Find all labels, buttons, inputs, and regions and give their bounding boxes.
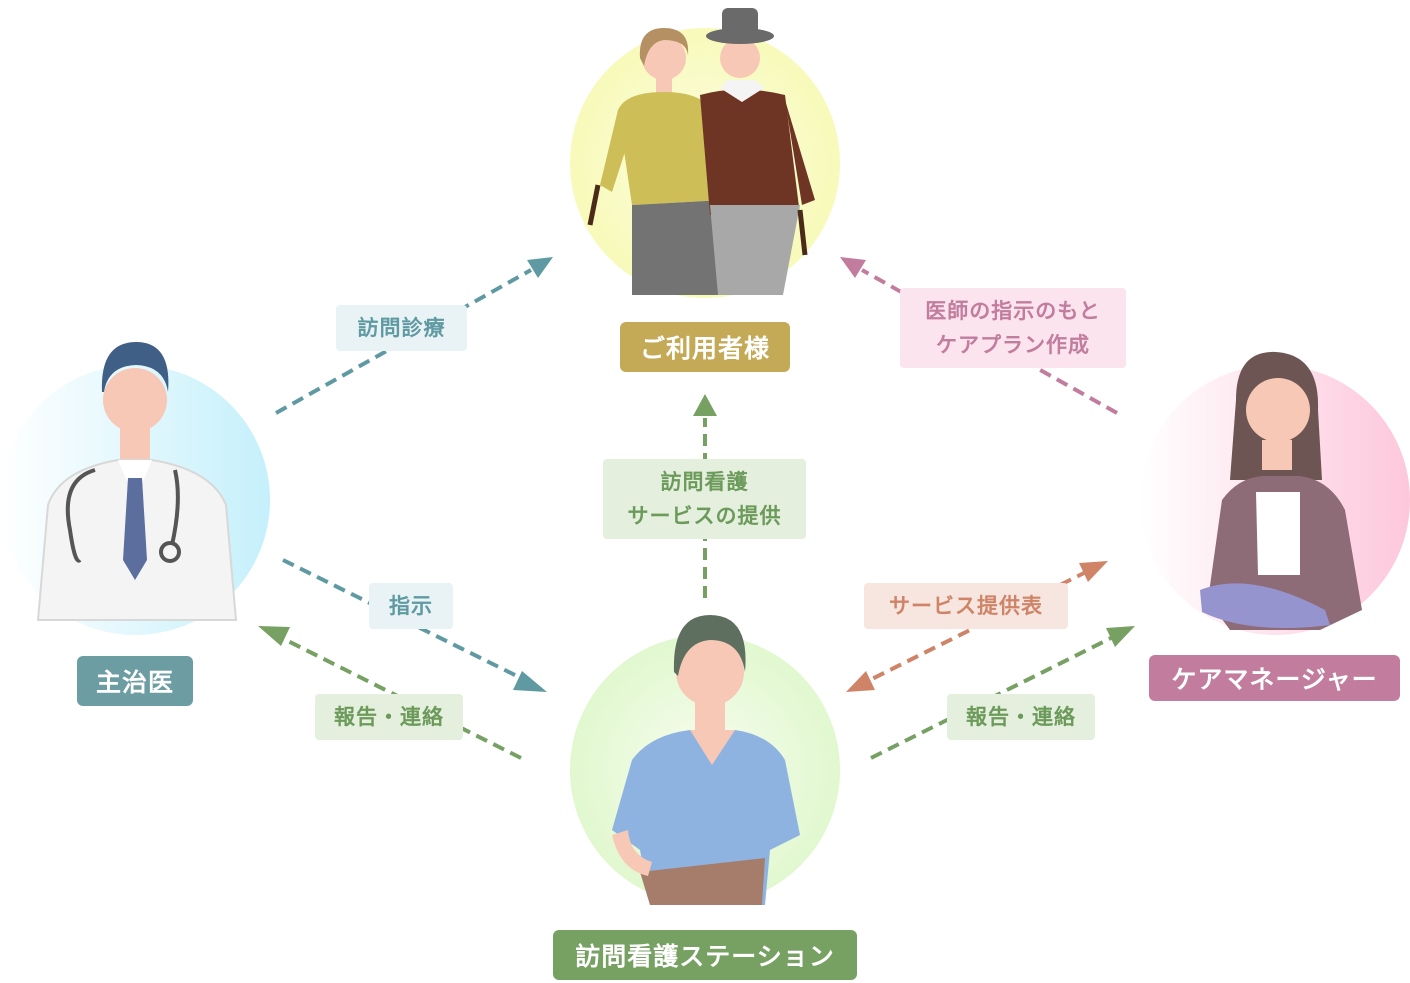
- service-sheet-label: サービス提供表: [864, 583, 1068, 629]
- nursing-service-line2: サービスの提供: [627, 504, 782, 528]
- visit-care-label: 訪問診療: [336, 305, 467, 351]
- care-plan-label: 医師の指示のもと ケアプラン作成: [900, 288, 1126, 368]
- manager-label: ケアマネージャー: [1149, 655, 1400, 701]
- user-label: ご利用者様: [620, 322, 790, 372]
- doctor-label: 主治医: [77, 656, 193, 706]
- doctor-illustration: [36, 342, 238, 621]
- edge-care-plan: [840, 257, 1118, 415]
- station-label: 訪問看護ステーション: [553, 930, 857, 980]
- report-manager-label: 報告・連絡: [947, 694, 1095, 740]
- instruction-text: 指示: [389, 594, 433, 618]
- care-plan-line2: ケアプラン作成: [936, 333, 1090, 357]
- nursing-service-label: 訪問看護 サービスの提供: [603, 459, 806, 539]
- visit-care-text: 訪問診療: [357, 316, 446, 340]
- instruction-label: 指示: [369, 583, 453, 629]
- elderly-couple-illustration: [587, 8, 815, 295]
- report-doctor-label: 報告・連絡: [315, 694, 463, 740]
- nurse-illustration: [612, 615, 800, 905]
- service-sheet-text: サービス提供表: [889, 594, 1043, 618]
- care-manager-illustration: [1200, 351, 1362, 630]
- report-manager-text: 報告・連絡: [966, 705, 1076, 729]
- edge-visit-care: [275, 257, 553, 415]
- nursing-service-line1: 訪問看護: [660, 470, 749, 494]
- care-plan-line1: 医師の指示のもと: [925, 299, 1101, 323]
- edge-nursing-service: [693, 394, 717, 598]
- report-doctor-text: 報告・連絡: [334, 705, 444, 729]
